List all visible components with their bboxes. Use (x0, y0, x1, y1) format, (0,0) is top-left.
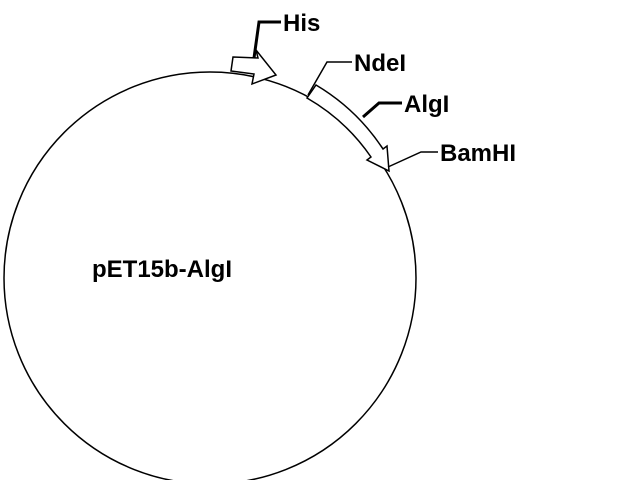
his-label: His (283, 10, 320, 37)
algi-leader-line (362, 101, 402, 119)
his-leader-line (252, 20, 281, 59)
bamhi-label: BamHI (440, 140, 516, 167)
ndei-label: NdeI (354, 50, 406, 77)
algi-label: AlgI (404, 91, 449, 118)
ndei-leader-line (307, 61, 352, 96)
algi-gene-arrow (305, 83, 390, 173)
his-tag-arrow (230, 49, 278, 86)
bamhi-leader-line (387, 151, 438, 168)
plasmid-backbone-circle (3, 71, 417, 480)
plasmid-name: pET15b-AlgI (92, 256, 232, 283)
